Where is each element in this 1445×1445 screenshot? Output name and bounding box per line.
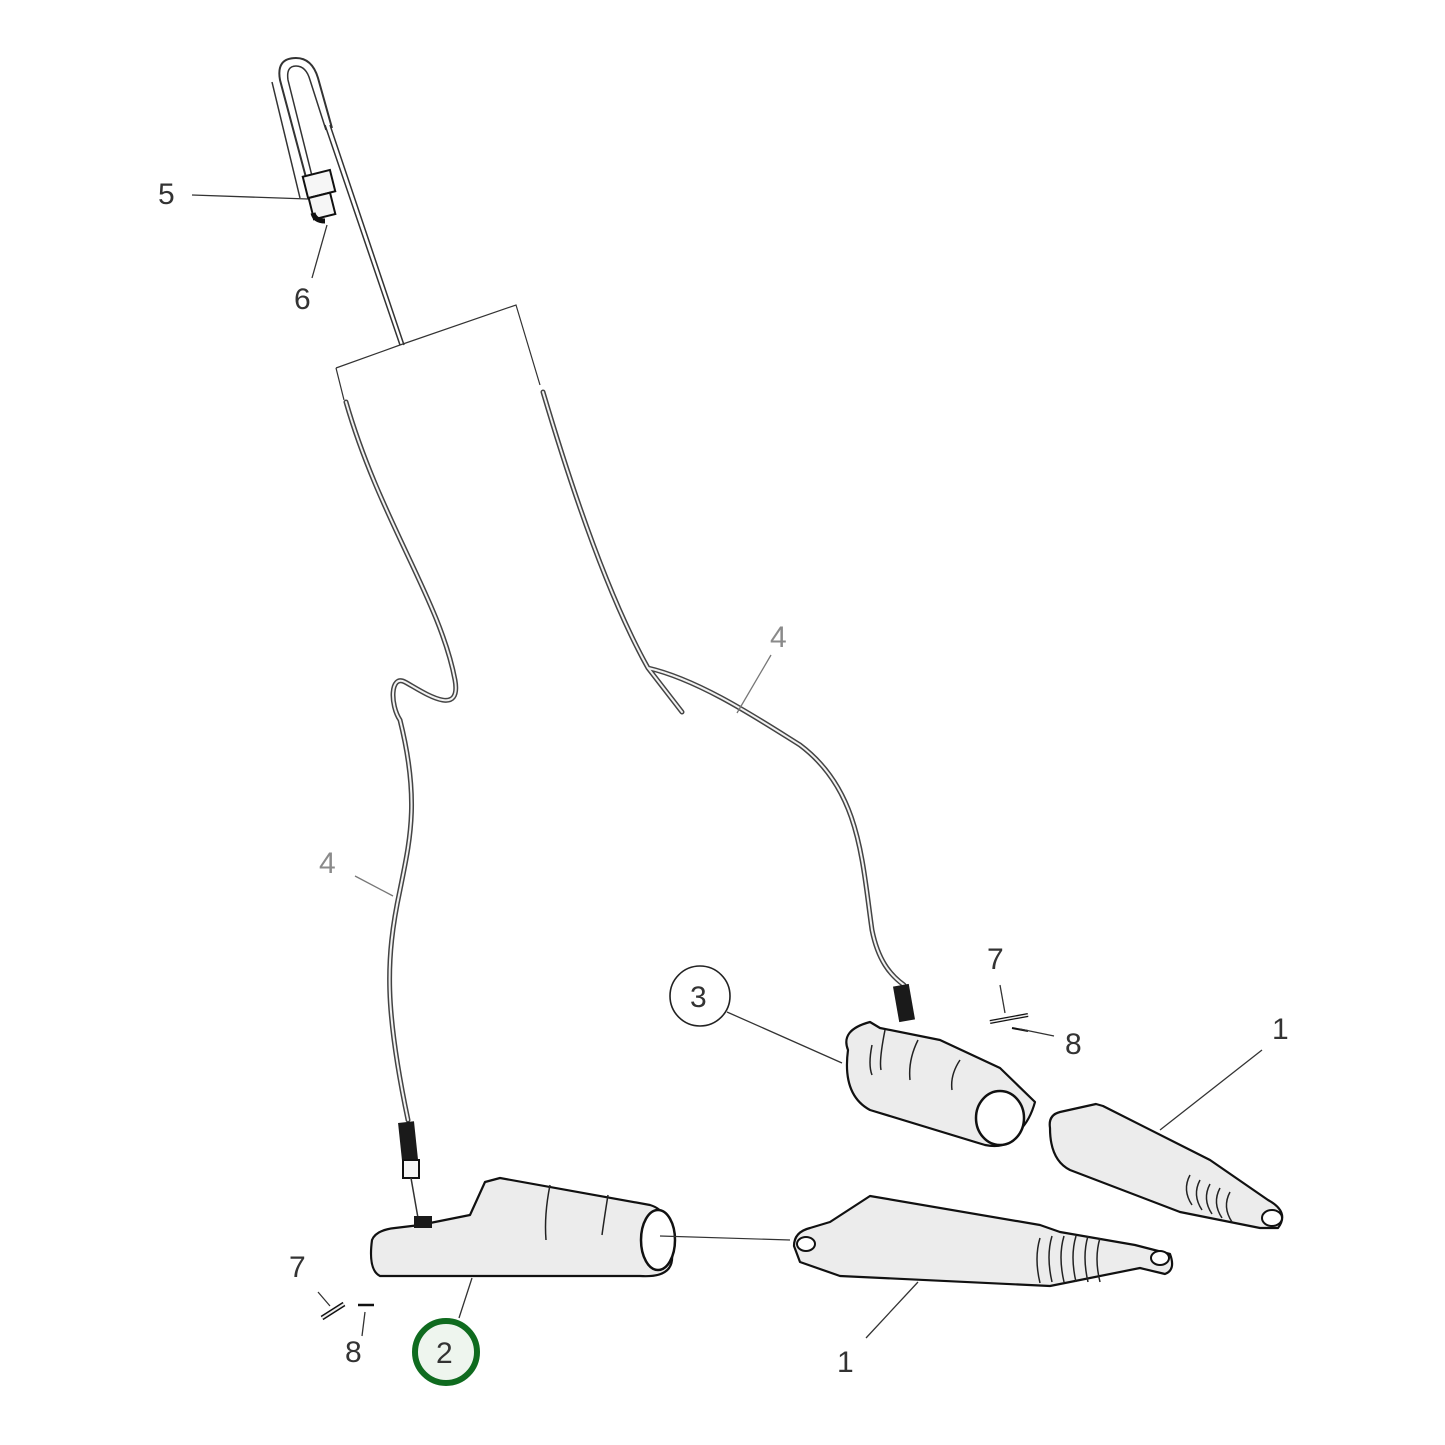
callout-6[interactable]: 6 bbox=[294, 283, 311, 316]
part-1-actuator-right bbox=[1048, 1102, 1284, 1230]
callout-7-right[interactable]: 7 bbox=[987, 943, 1004, 976]
callout-2[interactable]: 2 bbox=[436, 1337, 453, 1370]
callout-1-bottom[interactable]: 1 bbox=[837, 1346, 854, 1379]
part-2-housing bbox=[369, 1176, 677, 1278]
callout-8-right[interactable]: 8 bbox=[1065, 1028, 1082, 1061]
callout-8-left[interactable]: 8 bbox=[345, 1336, 362, 1369]
callout-2-circle-highlighted[interactable]: 2 bbox=[412, 1318, 480, 1386]
callout-5[interactable]: 5 bbox=[158, 178, 175, 211]
cable-left bbox=[343, 399, 459, 1219]
leader-lines bbox=[191, 194, 1263, 1339]
callout-labels: 5 6 4 4 7 8 3 1 7 8 2 1 bbox=[158, 178, 1289, 1386]
callout-7-left[interactable]: 7 bbox=[289, 1251, 306, 1284]
callout-1-right[interactable]: 1 bbox=[1272, 1013, 1289, 1046]
callout-3[interactable]: 3 bbox=[690, 981, 707, 1014]
part-3-housing bbox=[845, 1020, 1037, 1148]
part-1-actuator-bottom bbox=[792, 1194, 1174, 1288]
callout-3-circle[interactable]: 3 bbox=[669, 965, 731, 1027]
cable-split-bracket bbox=[335, 304, 541, 401]
cable-right bbox=[540, 389, 916, 1023]
pin-and-clip-left bbox=[320, 1301, 374, 1321]
cable-handle-assembly bbox=[271, 56, 405, 346]
callout-4-left[interactable]: 4 bbox=[319, 847, 336, 880]
pin-and-clip-right bbox=[989, 1013, 1029, 1032]
callout-4-right[interactable]: 4 bbox=[770, 621, 787, 654]
